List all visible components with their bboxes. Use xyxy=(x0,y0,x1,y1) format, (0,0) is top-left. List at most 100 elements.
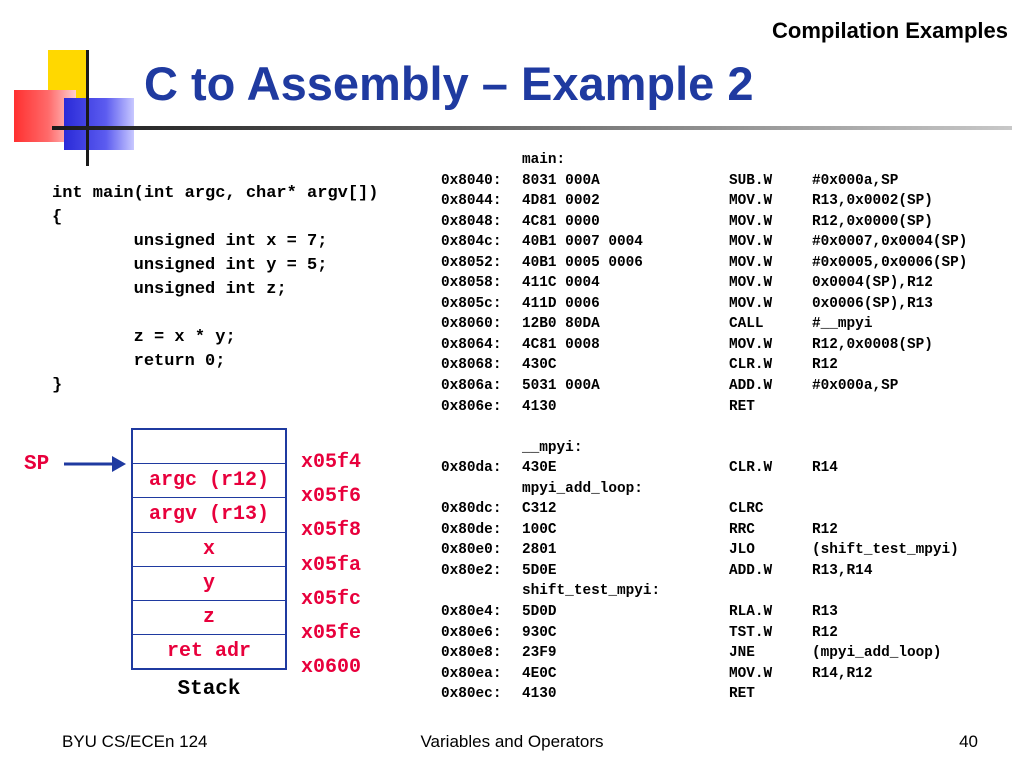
asm-mnemonic: MOV.W xyxy=(729,193,773,210)
asm-mnemonic: RRC xyxy=(729,521,755,538)
asm-address: 0x8068: xyxy=(441,357,502,374)
stack-caption: Stack xyxy=(177,678,241,701)
asm-mnemonic: RET xyxy=(729,686,755,703)
asm-mnemonic: JNE xyxy=(729,645,755,662)
asm-operands: #0x0005,0x0006(SP) xyxy=(812,254,968,271)
stack-address: x05fc xyxy=(301,587,362,611)
asm-opcode-hex: 4E0C xyxy=(522,665,557,682)
stack-cell: z xyxy=(133,601,285,636)
asm-mnemonic: TST.W xyxy=(729,624,773,641)
stack-cell xyxy=(133,430,285,465)
asm-operands: (shift_test_mpyi) xyxy=(812,542,959,559)
asm-address: 0x8040: xyxy=(441,172,502,189)
title-underline xyxy=(52,126,1012,130)
asm-address: 0x80dc: xyxy=(441,501,502,518)
asm-operands: R12 xyxy=(812,624,838,641)
asm-opcode-hex: 430E xyxy=(522,460,557,477)
stack-address: x05f4 xyxy=(301,451,362,474)
asm-mnemonic: MOV.W xyxy=(729,295,773,312)
asm-opcode-hex: 8031 000A xyxy=(522,172,600,189)
asm-operands: R13,0x0002(SP) xyxy=(812,193,933,210)
stack-address-list: x05f4 x05f6 x05f8 x05fa x05fc x05fe x0600 xyxy=(301,448,361,687)
asm-mnemonic: CLR.W xyxy=(729,460,773,477)
asm-opcode-hex: 4D81 0002 xyxy=(522,193,600,210)
asm-opcode-hex: 411D 0006 xyxy=(522,295,600,312)
asm-label: mpyi_add_loop: xyxy=(522,480,643,497)
asm-address: 0x8044: xyxy=(441,193,502,210)
asm-mnemonic: MOV.W xyxy=(729,275,773,292)
asm-opcode-hex: 100C xyxy=(522,521,557,538)
asm-operands: R12 xyxy=(812,357,838,374)
slide-title: C to Assembly – Example 2 xyxy=(144,57,754,110)
asm-opcode-hex: 40B1 0005 0006 xyxy=(522,254,643,271)
stack-address: x05f6 xyxy=(301,485,362,509)
asm-mnemonic: MOV.W xyxy=(729,336,773,353)
asm-operands: #0x000a,SP xyxy=(812,172,899,189)
section-heading: Compilation Examples xyxy=(772,18,1008,43)
stack-cell: x xyxy=(133,533,285,567)
asm-address: 0x8048: xyxy=(441,213,502,230)
asm-operands: #__mpyi xyxy=(812,316,873,333)
asm-operands: (mpyi_add_loop) xyxy=(812,645,942,662)
asm-opcode-hex: 411C 0004 xyxy=(522,275,600,292)
asm-operands: #0x000a,SP xyxy=(812,378,899,395)
footer-page-number: 40 xyxy=(959,732,978,751)
asm-address: 0x806a: xyxy=(441,378,502,395)
asm-operands: R12,0x0008(SP) xyxy=(812,336,933,353)
asm-address: 0x80da: xyxy=(441,460,502,477)
asm-address: 0x8052: xyxy=(441,254,502,271)
footer-topic: Variables and Operators xyxy=(420,732,604,751)
asm-address: 0x805c: xyxy=(441,295,502,312)
asm-address: 0x80e4: xyxy=(441,604,502,621)
stack-address: x05fe xyxy=(301,621,362,645)
footer-course: BYU CS/ECEn 124 xyxy=(62,732,208,751)
asm-opcode-hex: C312 xyxy=(522,501,557,518)
asm-opcode-hex: 12B0 80DA xyxy=(522,316,600,333)
asm-label: __mpyi: xyxy=(522,439,583,456)
asm-operands: 0x0004(SP),R12 xyxy=(812,275,933,292)
stack-address: x05fa xyxy=(301,553,362,577)
asm-operands: R14,R12 xyxy=(812,665,873,682)
asm-mnemonic: RET xyxy=(729,398,755,415)
decor-blue-square xyxy=(64,98,134,150)
asm-opcode-hex: 4C81 0000 xyxy=(522,213,600,230)
decor-vertical-line xyxy=(86,50,89,166)
asm-address: 0x80ec: xyxy=(441,686,502,703)
asm-address: 0x80e6: xyxy=(441,624,502,641)
asm-address: 0x80e8: xyxy=(441,645,502,662)
asm-address: 0x8058: xyxy=(441,275,502,292)
asm-address: 0x80ea: xyxy=(441,665,502,682)
asm-operands: R12 xyxy=(812,521,838,538)
asm-opcode-hex: 5D0E xyxy=(522,562,557,579)
stack-address: x0600 xyxy=(301,656,362,680)
asm-opcode-hex: 430C xyxy=(522,357,557,374)
asm-operands: 0x0006(SP),R13 xyxy=(812,295,933,312)
asm-operands: R14 xyxy=(812,460,838,477)
asm-operands: R12,0x0000(SP) xyxy=(812,213,933,230)
asm-mnemonic: CLRC xyxy=(729,501,764,518)
asm-operands: #0x0007,0x0004(SP) xyxy=(812,234,968,251)
stack-cell: y xyxy=(133,567,285,601)
asm-opcode-hex: 4130 xyxy=(522,686,557,703)
asm-address: 0x804c: xyxy=(441,234,502,251)
asm-opcode-hex: 23F9 xyxy=(522,645,557,662)
asm-opcode-hex: 2801 xyxy=(522,542,557,559)
asm-mnemonic: ADD.W xyxy=(729,378,773,395)
asm-opcode-hex: 4C81 0008 xyxy=(522,336,600,353)
asm-address: 0x806e: xyxy=(441,398,502,415)
asm-operands: R13,R14 xyxy=(812,562,873,579)
asm-address: 0x8064: xyxy=(441,336,502,353)
asm-address: 0x8060: xyxy=(441,316,502,333)
asm-mnemonic: JLO xyxy=(729,542,755,559)
asm-label: shift_test_mpyi: xyxy=(522,583,661,600)
asm-opcode-hex: 5031 000A xyxy=(522,378,600,395)
asm-opcode-hex: 930C xyxy=(522,624,557,641)
stack-cell: ret adr xyxy=(133,635,285,670)
asm-address: 0x80e0: xyxy=(441,542,502,559)
stack-address: x05f8 xyxy=(301,519,362,543)
asm-mnemonic: CLR.W xyxy=(729,357,773,374)
c-source-code: int main(int argc, char* argv[]) { unsig… xyxy=(52,184,379,395)
stack-pointer-label: SP xyxy=(24,453,50,476)
stack-pointer-arrow-icon xyxy=(64,456,126,472)
asm-opcode-hex: 40B1 0007 0004 xyxy=(522,234,643,251)
